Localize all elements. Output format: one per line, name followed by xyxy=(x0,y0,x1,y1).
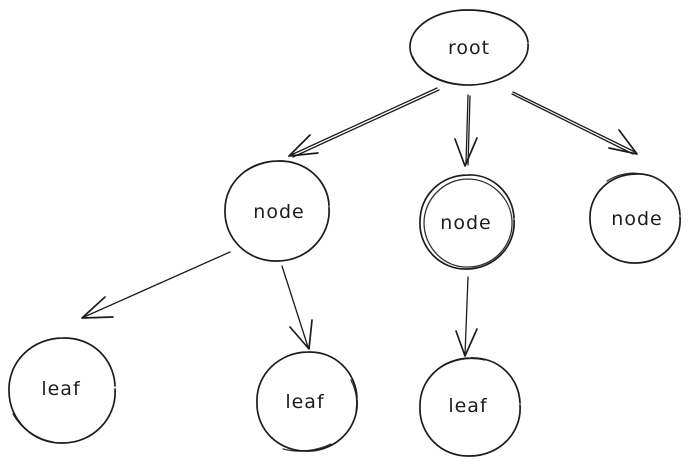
edge-line xyxy=(290,87,440,158)
edge-line xyxy=(465,94,471,166)
edge-line xyxy=(464,276,469,356)
node-circle xyxy=(419,174,515,270)
leaf-circle-retrace xyxy=(12,413,54,443)
arrowhead-icon xyxy=(455,328,478,357)
leaf-circle xyxy=(419,357,521,457)
leaf-circle xyxy=(8,337,116,444)
edge-root-to-node2 xyxy=(454,94,478,167)
edge-line xyxy=(281,265,309,348)
leaf-circle-retrace xyxy=(437,357,486,370)
node-circle-retrace xyxy=(245,160,330,209)
node-leaf-2: leaf xyxy=(256,351,358,452)
edge-root-to-node3 xyxy=(511,91,638,155)
arrowhead-icon xyxy=(81,296,114,319)
node-leaf-1: leaf xyxy=(8,337,116,444)
node-root: root xyxy=(409,9,529,86)
node-label: leaf xyxy=(285,391,325,413)
edge-node1-to-leaf2 xyxy=(281,265,313,350)
node-circle-retrace xyxy=(423,178,513,268)
arrowhead-icon xyxy=(454,137,478,167)
edge-line xyxy=(511,91,636,155)
root-ellipse-retrace xyxy=(412,9,528,86)
arrowhead-icon xyxy=(289,319,313,350)
node-internal-2: node xyxy=(419,174,515,270)
node-internal-1: node xyxy=(224,160,330,262)
arrowhead-icon xyxy=(288,134,319,157)
node-circle xyxy=(589,173,681,264)
node-label: root xyxy=(448,37,490,59)
edge-root-to-node1 xyxy=(288,87,440,158)
leaf-circle xyxy=(256,351,358,452)
node-internal-3: node xyxy=(589,172,681,264)
edge-line xyxy=(83,251,231,318)
edge-node2-to-leaf3 xyxy=(455,276,478,357)
node-circle-retrace xyxy=(606,172,648,182)
node-leaf-3: leaf xyxy=(419,357,521,457)
node-label: node xyxy=(440,212,491,234)
leaf-circle-retrace xyxy=(282,379,358,452)
arrowhead-icon xyxy=(608,129,638,155)
node-label: leaf xyxy=(41,378,81,400)
node-label: node xyxy=(611,208,662,230)
node-circle xyxy=(224,160,330,262)
node-label: node xyxy=(253,201,304,223)
edge-node1-to-leaf1 xyxy=(81,251,231,319)
node-label: leaf xyxy=(448,395,488,417)
